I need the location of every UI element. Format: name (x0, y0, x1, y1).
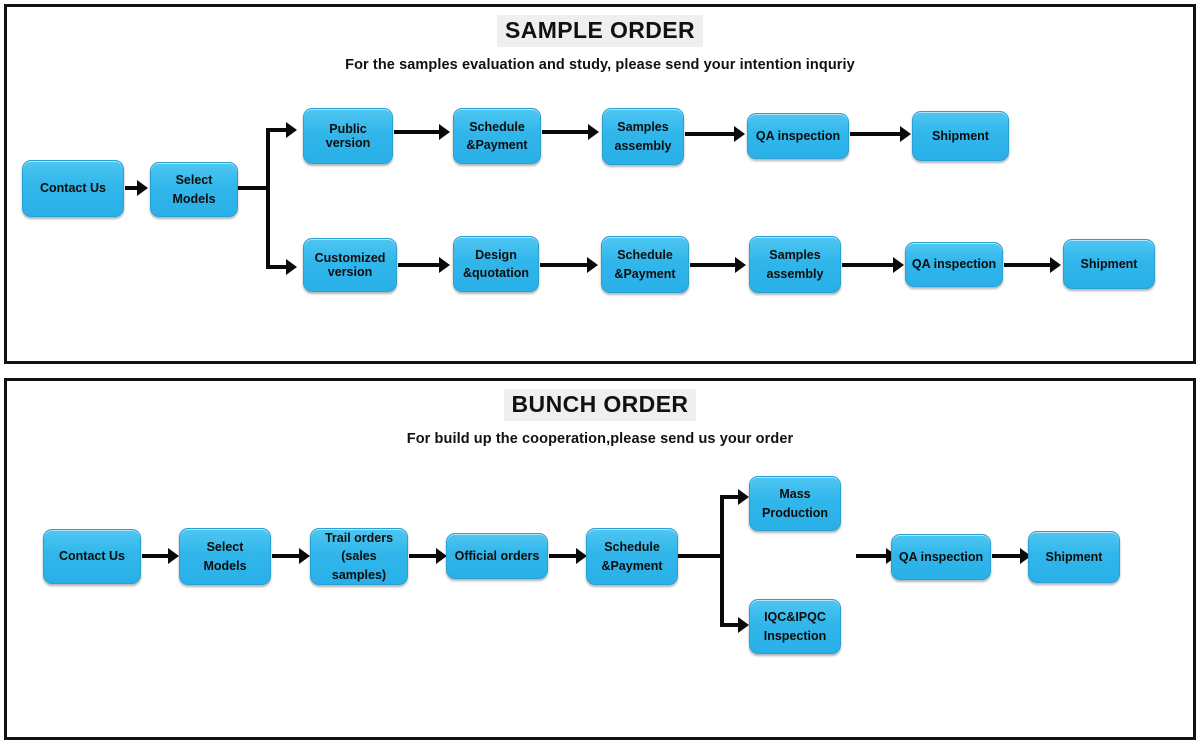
connector-samples-to-qa-2 (842, 263, 895, 267)
sample-order-panel: SAMPLE ORDER For the samples evaluation … (4, 4, 1196, 364)
node-shipment-2[interactable]: Shipment (1063, 239, 1155, 289)
arrowhead-public-to-schedule (439, 124, 450, 140)
node-qa-inspection-b[interactable]: QA inspection (891, 534, 991, 580)
bunch-order-panel: BUNCH ORDER For build up the cooperation… (4, 378, 1196, 740)
arrowhead-split-top (286, 122, 297, 138)
node-qa-inspection-2[interactable]: QA inspection (905, 242, 1003, 287)
bunch-order-subtitle: For build up the cooperation,please send… (406, 431, 794, 447)
connector-qa-to-shipment-b (992, 554, 1023, 558)
arrowhead-contact-to-select-b (168, 548, 179, 564)
connector-split-top-branch (266, 128, 288, 132)
node-design-quotation[interactable]: Design &quotation (453, 236, 539, 292)
connector-customized-to-design (398, 263, 441, 267)
connector-split-vertical (266, 128, 270, 269)
connector-qa-to-shipment-1 (850, 132, 902, 136)
connector-to-qa-b (856, 554, 889, 558)
bunch-order-flow: Contact Us Select Models Trail orders (s… (7, 381, 1193, 737)
connector-split-stem (238, 186, 270, 190)
node-customized-version[interactable]: Customized version (303, 238, 397, 292)
arrowhead-split-bottom (286, 259, 297, 275)
sample-order-title: SAMPLE ORDER (7, 15, 1193, 48)
connector-schedule-to-samples-2 (690, 263, 737, 267)
connector-samples-to-qa-1 (685, 132, 737, 136)
node-trail-orders[interactable]: Trail orders (sales samples) (310, 528, 408, 585)
arrowhead-split-bottom-b (738, 617, 749, 633)
connector-split-bottom-branch-b (720, 623, 741, 627)
node-schedule-payment-1[interactable]: Schedule &Payment (453, 108, 541, 164)
arrowhead-schedule-to-samples-2 (735, 257, 746, 273)
connector-split-vertical-b (720, 495, 724, 627)
node-contact-us[interactable]: Contact Us (22, 160, 124, 217)
arrowhead-trail-to-official (436, 548, 447, 564)
node-shipment-1[interactable]: Shipment (912, 111, 1009, 161)
node-select-models-b[interactable]: Select Models (179, 528, 271, 585)
arrowhead-official-to-schedule-b (576, 548, 587, 564)
arrowhead-select-to-trail (299, 548, 310, 564)
node-mass-production[interactable]: Mass Production (749, 476, 841, 531)
connector-qa-to-shipment-2 (1004, 263, 1052, 267)
sample-order-flow: Contact Us Select Models Public version … (7, 7, 1193, 361)
arrowhead-customized-to-design (439, 257, 450, 273)
node-official-orders[interactable]: Official orders (446, 533, 548, 579)
connector-split-bottom-branch (266, 265, 288, 269)
connector-contact-to-select-b (142, 554, 170, 558)
node-qa-inspection-1[interactable]: QA inspection (747, 113, 849, 159)
connector-trail-to-official (409, 554, 438, 558)
arrowhead-samples-to-qa-2 (893, 257, 904, 273)
node-public-version[interactable]: Public version (303, 108, 393, 164)
arrowhead-qa-to-shipment-2 (1050, 257, 1061, 273)
connector-public-to-schedule (394, 130, 441, 134)
connector-official-to-schedule-b (549, 554, 578, 558)
connector-design-to-schedule-2 (540, 263, 589, 267)
node-samples-assembly-2[interactable]: Samples assembly (749, 236, 841, 293)
connector-select-to-trail (272, 554, 301, 558)
arrowhead-qa-to-shipment-1 (900, 126, 911, 142)
connector-split-top-branch-b (720, 495, 741, 499)
sample-order-title-text: SAMPLE ORDER (496, 15, 704, 48)
node-shipment-b[interactable]: Shipment (1028, 531, 1120, 583)
connector-split-stem-b (678, 554, 724, 558)
arrowhead-qa-to-shipment-b (1020, 548, 1031, 564)
arrowhead-design-to-schedule-2 (587, 257, 598, 273)
node-schedule-payment-2[interactable]: Schedule &Payment (601, 236, 689, 293)
node-iqc-ipqc[interactable]: IQC&IPQC Inspection (749, 599, 841, 654)
node-contact-us-b[interactable]: Contact Us (43, 529, 141, 584)
arrowhead-samples-to-qa-1 (734, 126, 745, 142)
connector-contact-to-select (125, 186, 138, 190)
node-schedule-payment-b[interactable]: Schedule &Payment (586, 528, 678, 585)
bunch-order-title-text: BUNCH ORDER (503, 389, 697, 422)
connector-schedule-to-samples-1 (542, 130, 590, 134)
arrowhead-schedule-to-samples-1 (588, 124, 599, 140)
bunch-order-title: BUNCH ORDER (7, 389, 1193, 422)
sample-order-subtitle: For the samples evaluation and study, pl… (345, 57, 855, 73)
node-select-models[interactable]: Select Models (150, 162, 238, 217)
arrowhead-contact-to-select (137, 180, 148, 196)
arrowhead-split-top-b (738, 489, 749, 505)
node-samples-assembly-1[interactable]: Samples assembly (602, 108, 684, 165)
